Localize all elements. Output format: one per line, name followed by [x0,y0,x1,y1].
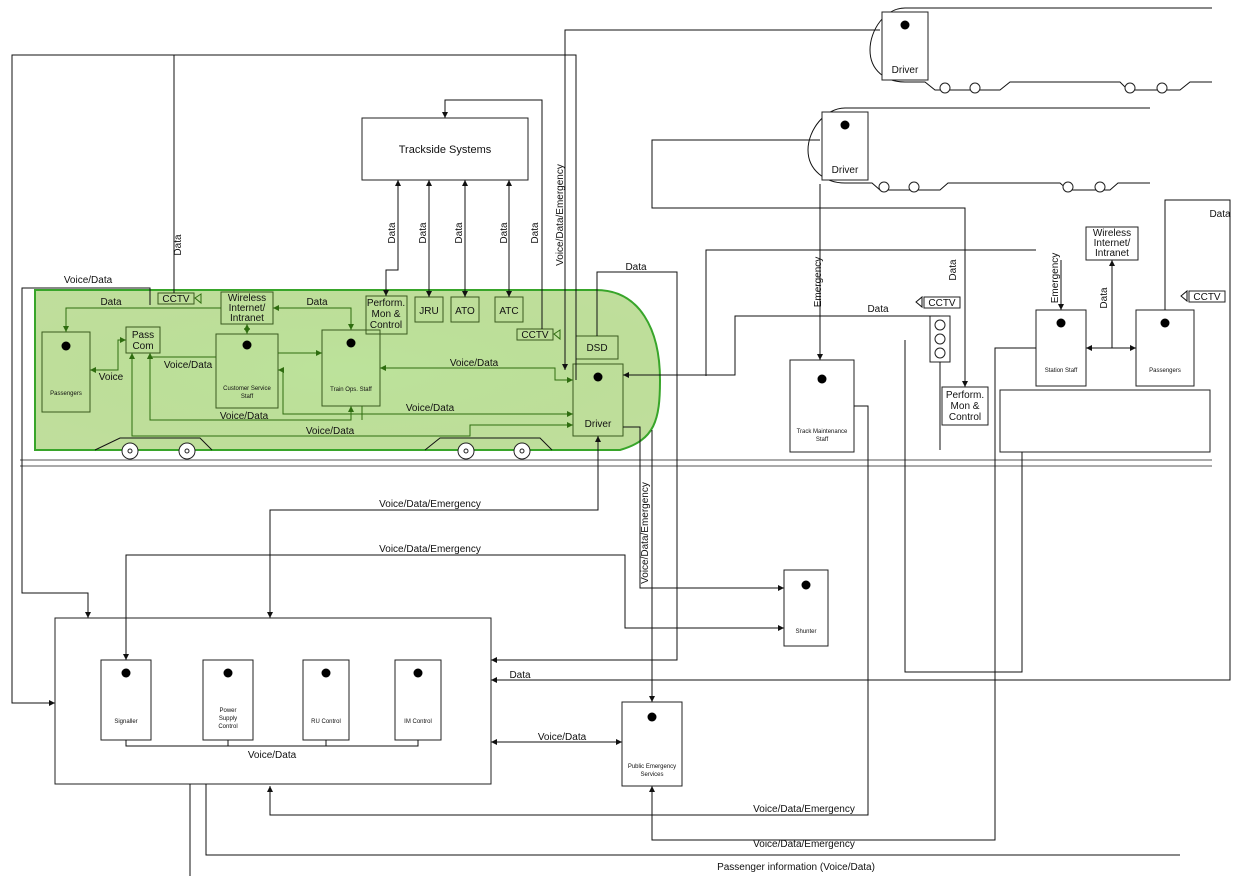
customer-service-label-2: Staff [241,394,254,400]
cctv-label-1: CCTV [162,294,190,305]
passengers-station-label: Passengers [1149,368,1181,374]
label-data-dsd: Data [625,262,647,273]
wireless-train-label-2: Internet/ [229,303,266,314]
label-voice-data-train-ops: Voice/Data [450,358,499,369]
label-data-cctv-up: Data [173,234,184,256]
passengers-train-label: Passengers [50,391,82,397]
perform-wayside-label-2: Mon & [951,401,980,412]
train-ops-label: Train Ops. Staff [330,387,372,393]
label-voice-data-emergency-2: Voice/Data/Emergency [379,544,481,555]
label-data-station: Data [1099,287,1110,309]
track-maintenance-label-1: Track Maintenance [797,429,848,435]
perform-wayside-box [941,386,989,426]
label-emergency-station: Emergency [1050,253,1061,304]
label-voice-data-public: Voice/Data [538,732,587,743]
label-data-jru: Data [418,222,429,244]
perform-onboard-label-3: Control [370,320,402,331]
wireless-station-label-2: Internet/ [1094,238,1131,249]
station-platform [999,389,1211,453]
pass-com-label-1: Pass [132,330,154,341]
station-staff-label: Station Staff [1045,368,1078,374]
label-data-passengers: Data [100,297,122,308]
label-voice-data-control-bus: Voice/Data [248,750,297,761]
cctv-label-3: CCTV [928,298,956,309]
pass-com-label-2: Com [132,341,153,352]
label-voice-data-passcom: Voice/Data [220,411,269,422]
cctv-label-4: CCTV [1193,292,1221,303]
driver-top1-label: Driver [892,65,919,76]
wireless-station-label-1: Wireless [1093,228,1131,239]
label-voice-data-emergency-4: Voice/Data/Emergency [753,839,855,850]
train-connections [63,305,573,437]
label-voice-data-lower: Voice/Data [306,426,355,437]
label-voice-data-cs: Voice/Data [164,360,213,371]
connections [11,29,1231,876]
cctv-camera-train-2: CCTV [516,328,561,341]
traffic-signal-icon [929,315,951,450]
label-data-wireless: Data [306,297,328,308]
cctv-camera-station: CCTV [1180,289,1226,303]
cctv-camera-train-1: CCTV [157,292,202,305]
customer-service-label-1: Customer Service [223,386,271,392]
jru-label: JRU [419,306,438,317]
power-supply-label-3: Control [218,724,237,730]
label-voice-data-cs-driver: Voice/Data [406,403,455,414]
edge-labels: Data Voice/Data Data Data Voice Voice/Da… [64,164,1231,873]
label-voice-data-top-left: Voice/Data [64,275,113,286]
label-data-perform-wayside: Data [948,259,959,281]
ru-control-label: RU Control [311,719,341,725]
trackside-systems-box [361,117,529,181]
dsd-label: DSD [586,343,607,354]
label-voice-data-emergency-1: Voice/Data/Emergency [379,499,481,510]
trackside-systems-label: Trackside Systems [399,144,492,156]
signaller-label: Signaller [114,719,137,725]
power-supply-label-2: Supply [219,716,237,722]
label-voice: Voice [99,372,124,383]
wireless-train-label-1: Wireless [228,293,266,304]
public-emergency-label-1: Public Emergency [628,764,676,770]
label-data-ato: Data [454,222,465,244]
wireless-station-box [1085,226,1139,261]
driver-main-label: Driver [585,419,612,430]
label-voice-data-emergency-vertical: Voice/Data/Emergency [640,482,651,584]
wireless-station-label-3: Intranet [1095,248,1129,259]
perform-onboard-label-2: Mon & [372,309,401,320]
cctv-camera-signal: CCTV [915,295,961,309]
perform-wayside-label-3: Control [949,412,981,423]
label-data-atc: Data [499,222,510,244]
label-data-control: Data [509,670,531,681]
cctv-label-2: CCTV [521,330,549,341]
ato-label: ATO [455,306,475,317]
label-data-cctv2: Data [530,222,541,244]
label-voice-data-emergency-driver-top: Voice/Data/Emergency [555,164,566,266]
driver-top2-label: Driver [832,165,859,176]
atc-label: ATC [499,306,518,317]
label-passenger-information: Passenger information (Voice/Data) [717,862,875,873]
im-control-label: IM Control [404,719,432,725]
label-emergency-track: Emergency [813,257,824,308]
label-data-cctv-station: Data [1209,209,1231,220]
perform-wayside-label-1: Perform. [946,390,984,401]
label-voice-data-emergency-3: Voice/Data/Emergency [753,804,855,815]
wireless-train-label-3: Intranet [230,313,264,324]
label-data-signal: Data [867,304,889,315]
shunter-label: Shunter [795,629,816,635]
label-data-perform: Data [387,222,398,244]
power-supply-label-1: Power [219,708,236,714]
track-maintenance-label-2: Staff [816,437,829,443]
public-emergency-label-2: Services [640,772,663,778]
perform-onboard-label-1: Perform. [367,298,405,309]
